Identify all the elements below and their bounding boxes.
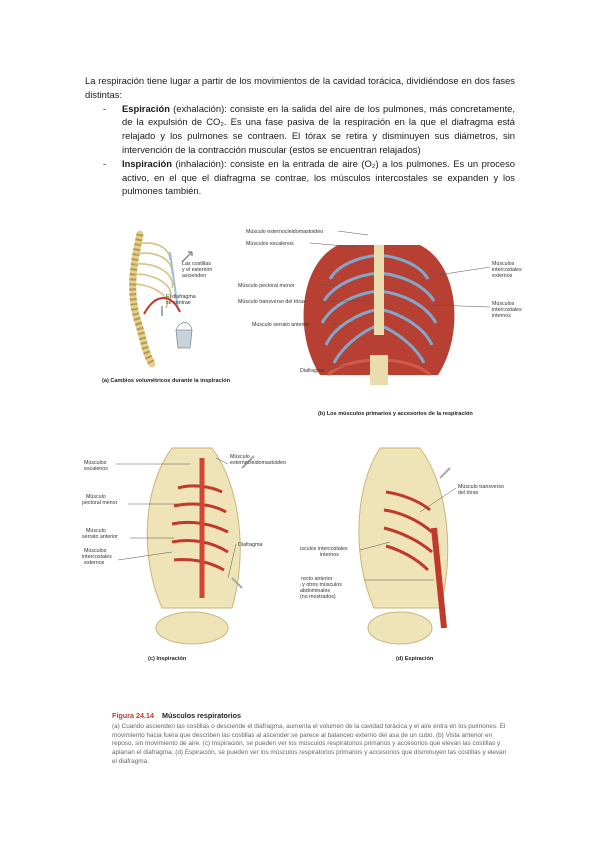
spine-vertebrae [129, 230, 156, 368]
list-item-espiracion: - Espiración (exhalación): consiste en l… [85, 102, 515, 157]
caption-panel-b: (b) Los músculos primarios y accesorios … [318, 411, 473, 417]
pelvis [367, 611, 433, 645]
caption-panel-d: (d) Espiración [396, 656, 434, 662]
up-arrow-icon [181, 251, 193, 263]
label-diafragma: Diafragma [300, 368, 324, 374]
bullet-dash: - [103, 102, 107, 114]
term-inspiracion: Inspiración [122, 157, 173, 169]
figure-text: (a) Cuando ascienden las costillas o des… [112, 722, 507, 765]
label-diafragma: Diafragma [238, 542, 262, 548]
label-pectoral: Músculo pectoral menor [238, 283, 295, 289]
desc-inspiracion: (inhalación): consiste en la entrada de … [122, 157, 515, 197]
spine [370, 355, 388, 385]
figure-number: Figura 24.14 [112, 711, 154, 720]
figure-caption: Figura 24.14 Músculos respiratorios (a) C… [112, 711, 512, 767]
figure-panel-b: Músculo esternocleidomastoideo Músculos … [238, 225, 538, 420]
figure-heading: Figura 24.14 Músculos respiratorios [112, 711, 512, 721]
sternum [169, 251, 179, 311]
desc-espiracion: (exhalación): consiste en la salida del … [122, 102, 515, 155]
bucket-icon [175, 322, 193, 349]
label-scm: Músculo esternocleidomastoideo [246, 229, 323, 235]
label-transverso: Músculo transverso del tórax [238, 299, 306, 305]
bullet-dash: - [103, 157, 107, 169]
down-arrow-icon [231, 577, 243, 589]
ribs [320, 253, 438, 364]
intro-text: La respiración tiene lugar a partir de l… [85, 74, 515, 198]
caption-panel-c: (c) Inspiración [148, 656, 187, 662]
intro-lead: La respiración tiene lugar a partir de l… [85, 75, 515, 100]
label-recto: Músculo recto anteriordel abdomen y otro… [300, 576, 342, 600]
diaphragm-line [143, 297, 181, 315]
ribs [134, 242, 174, 309]
list-item-inspiracion: - Inspiración (inhalación): consiste en … [85, 157, 515, 198]
rib-cage-illustration: Músculo esternocleidomastoideo Músculos … [238, 229, 522, 417]
pelvis [155, 611, 229, 645]
up-arrow-icon [241, 455, 255, 469]
sternum [374, 245, 384, 335]
rectus-abdominis [431, 527, 447, 629]
caption-panel-a: (a) Cambios volumétricos durante la insp… [102, 378, 231, 384]
phases-list: - Espiración (exhalación): consiste en l… [85, 102, 515, 199]
torso-outline [146, 447, 241, 609]
label-serrato: Músculo serrato anterior [252, 322, 309, 328]
label-escalenos: Músculos escalenos [246, 241, 294, 247]
term-espiracion: Espiración [122, 102, 170, 114]
down-arrow-icon [439, 467, 451, 479]
figure-title: Músculos respiratorios [161, 711, 242, 720]
